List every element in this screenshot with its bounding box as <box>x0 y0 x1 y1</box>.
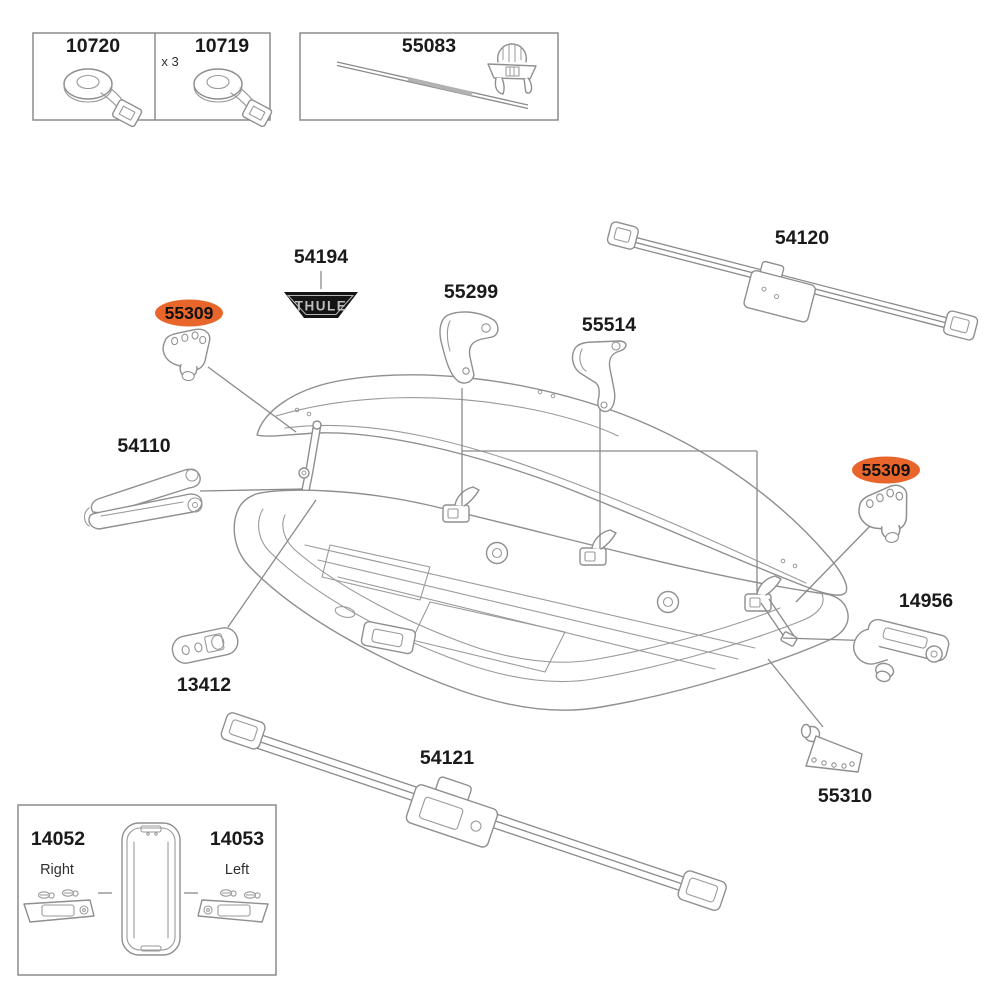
highlighted-part-55309-right: 55309 <box>852 456 920 548</box>
clamp-14956 <box>853 618 950 683</box>
part-55299-group: 55299 <box>439 281 499 384</box>
bracket-55309-left <box>160 326 212 383</box>
latch-plate-13412 <box>171 627 239 664</box>
part-label-55309-right: 55309 <box>862 460 911 480</box>
trim-kit-box: 14052 Right 14053 Left <box>17 804 277 976</box>
strap-icon-10720 <box>63 68 144 129</box>
part-label-54110: 54110 <box>117 435 170 457</box>
highlight-oval-left <box>155 299 223 327</box>
part-54120-group: 54120 <box>606 221 979 341</box>
part-label-14956: 14956 <box>899 590 953 612</box>
bar-54121 <box>220 712 727 911</box>
brand-badge-group: 54194 THULE <box>284 246 358 318</box>
clip-illustration <box>487 43 537 95</box>
thule-badge-border <box>286 295 355 315</box>
part-label-14052: 14052 <box>31 828 85 850</box>
side-label-left: Left <box>225 862 249 878</box>
tensioner-knobs <box>485 541 680 614</box>
part-label-55309-left: 55309 <box>165 303 214 323</box>
floor-rails <box>304 544 756 673</box>
part-14956-group: 14956 <box>853 590 953 683</box>
part-label-14053: 14053 <box>210 828 264 850</box>
part-label-55514: 55514 <box>582 314 636 336</box>
rod-kit-border <box>299 32 559 121</box>
part-label-55310: 55310 <box>818 785 872 807</box>
part-13412-group: 13412 <box>171 627 239 696</box>
part-label-54121: 54121 <box>420 747 474 769</box>
trim-14053 <box>197 889 269 923</box>
trim-kit-border <box>17 804 277 976</box>
lid-lifter-54110 <box>83 468 203 530</box>
rod-illustration <box>336 61 529 110</box>
part-label-54120: 54120 <box>775 227 829 249</box>
roofbox-lid <box>256 374 848 596</box>
part-label-10720: 10720 <box>66 35 120 57</box>
bracket-55309-right <box>855 483 914 548</box>
lid-strut-right <box>760 598 798 647</box>
part-54121-group: 54121 <box>220 712 727 911</box>
leader-lines <box>199 366 879 728</box>
part-label-54194: 54194 <box>294 246 348 268</box>
roofbox-base <box>233 489 849 711</box>
quantity-label: x 3 <box>161 54 178 69</box>
strap-kit-border <box>32 32 271 121</box>
highlight-oval-right <box>852 456 920 484</box>
part-55310-group: 55310 <box>800 723 872 807</box>
strap-kit-box: 10720 10719 x 3 <box>32 32 274 129</box>
part-label-10719: 10719 <box>195 35 249 57</box>
highlighted-part-55309-left: 55309 <box>155 299 223 383</box>
rod-kit-box: 55083 <box>299 32 559 121</box>
part-label-13412: 13412 <box>177 674 231 696</box>
part-54110-group: 54110 <box>83 435 203 530</box>
roofbox-illustration <box>233 374 849 711</box>
part-label-55083: 55083 <box>402 35 456 57</box>
side-label-right: Right <box>40 862 74 878</box>
strap-icon-10719 <box>193 68 274 129</box>
part-label-55299: 55299 <box>444 281 498 303</box>
roofbox-top-view <box>121 822 181 956</box>
bracket-55310 <box>800 723 863 773</box>
front-handle <box>360 621 417 655</box>
lid-rivets <box>294 389 798 569</box>
thule-logo-text: THULE <box>295 299 348 314</box>
part-55514-group: 55514 <box>571 314 636 413</box>
bar-54120 <box>606 221 979 341</box>
trim-14052 <box>23 889 95 923</box>
